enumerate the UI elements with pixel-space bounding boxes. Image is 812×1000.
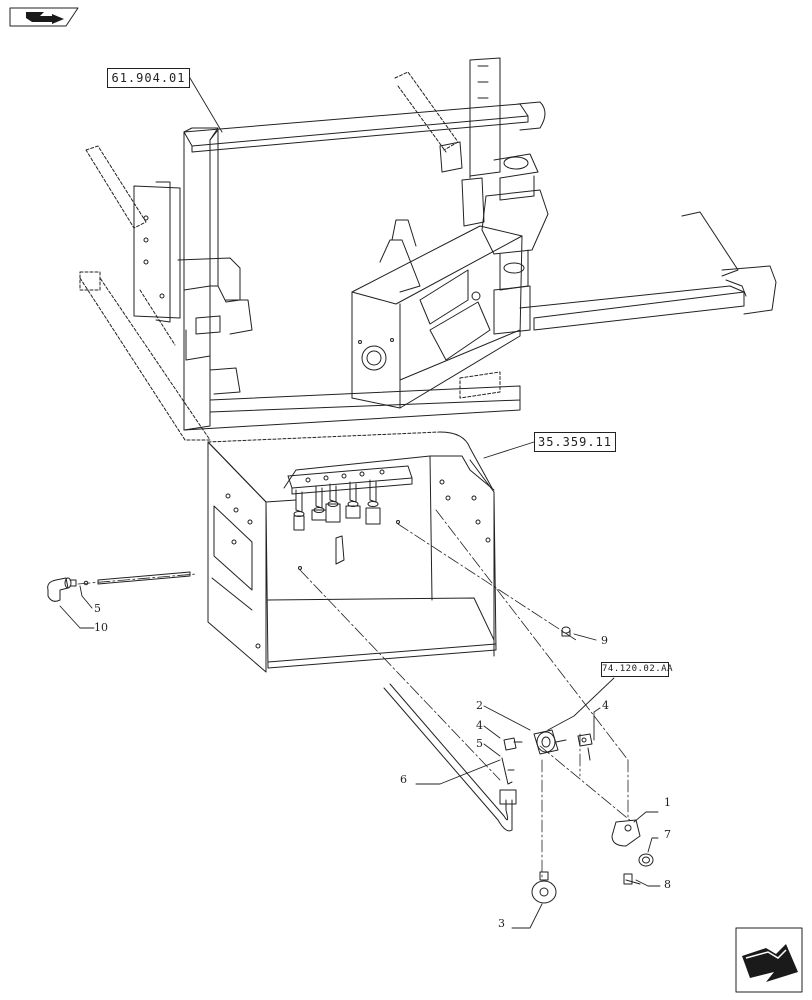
upper-frame-assembly <box>79 57 777 441</box>
washer <box>638 853 654 867</box>
fittings-right <box>577 733 593 761</box>
callout-6: 6 <box>400 773 407 786</box>
callout-4-right: 4 <box>602 699 609 712</box>
fittings-left <box>501 737 523 785</box>
reference-box-middle[interactable]: 35.359.11 <box>534 432 616 452</box>
callout-5-right: 5 <box>476 737 483 750</box>
hydraulic-enclosure <box>207 431 497 673</box>
callout-9: 9 <box>601 634 608 647</box>
callout-2: 2 <box>476 699 483 712</box>
callout-4-left: 4 <box>476 719 483 732</box>
nav-frames <box>9 7 803 993</box>
callout-7: 7 <box>664 828 671 841</box>
valve-assembly <box>533 729 567 755</box>
previous-page-icon[interactable] <box>10 8 78 26</box>
callout-8: 8 <box>664 878 671 891</box>
mounting-bracket <box>611 819 641 847</box>
elbow-fitting-left <box>47 577 89 602</box>
sight-rod <box>97 571 191 585</box>
pressure-gauge <box>531 871 557 904</box>
leader-lines <box>59 77 661 929</box>
next-page-icon[interactable] <box>736 928 802 992</box>
callout-3: 3 <box>498 917 505 930</box>
reference-box-upper[interactable]: 61.904.01 <box>107 68 190 88</box>
callout-1: 1 <box>664 796 671 809</box>
center-lines <box>77 509 633 879</box>
callout-10: 10 <box>94 621 108 634</box>
callout-5-left: 5 <box>94 602 101 615</box>
plug-fitting <box>561 626 571 637</box>
tube-assembly <box>383 683 517 832</box>
reference-box-valve[interactable]: 74.120.02.AA <box>601 662 673 677</box>
bolt <box>623 873 641 885</box>
